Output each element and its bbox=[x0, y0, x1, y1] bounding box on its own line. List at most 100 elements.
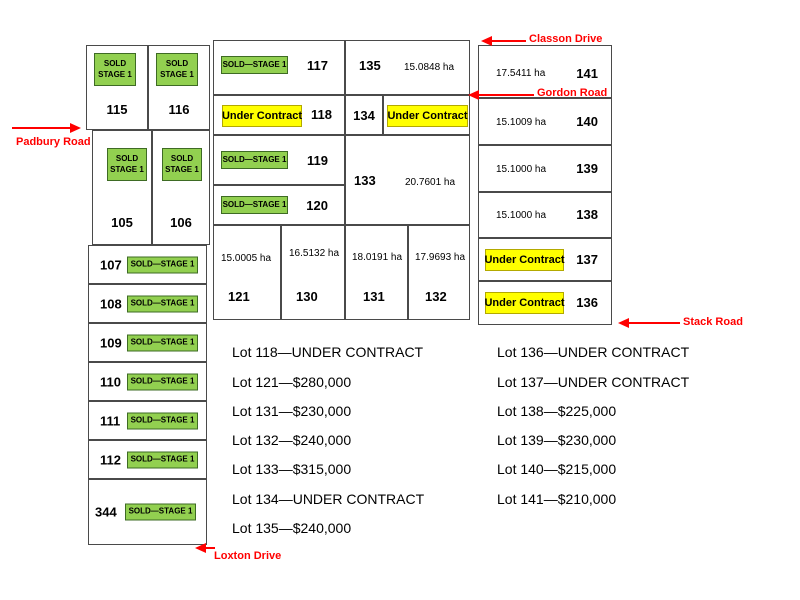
price-line-138: Lot 138—$225,000 bbox=[497, 403, 617, 419]
lot-121-area: 15.0005 ha bbox=[221, 253, 272, 264]
loxton-arrow-line bbox=[206, 547, 215, 549]
lot-108: 108 SOLD—STAGE 1 bbox=[88, 284, 207, 323]
lot-111: 111 SOLD—STAGE 1 bbox=[88, 401, 207, 440]
lot-141-number: 141 bbox=[576, 66, 598, 81]
lot-117-number: 117 bbox=[307, 58, 328, 73]
road-label-stack: Stack Road bbox=[683, 316, 743, 328]
sold-badge-108: SOLD—STAGE 1 bbox=[127, 295, 198, 312]
lot-141-area: 17.5411 ha bbox=[496, 68, 546, 79]
lot-134-annex: Under Contract bbox=[383, 95, 470, 135]
sold-badge-344: SOLD—STAGE 1 bbox=[125, 503, 196, 521]
sold-badge-117: SOLD—STAGE 1 bbox=[221, 56, 288, 74]
lot-131-number: 131 bbox=[363, 289, 385, 304]
sold-badge-111: SOLD—STAGE 1 bbox=[127, 412, 198, 429]
sold-badge-line2: STAGE 1 bbox=[160, 69, 194, 79]
lot-141: 17.5411 ha 141 bbox=[478, 45, 612, 98]
price-line-132: Lot 132—$240,000 bbox=[232, 432, 352, 448]
sold-badge-116: SOLD STAGE 1 bbox=[156, 53, 198, 86]
sold-badge-line2: STAGE 1 bbox=[110, 164, 144, 174]
lot-135-number: 135 bbox=[359, 58, 381, 73]
lot-107-number: 107 bbox=[100, 257, 122, 272]
lot-133: 133 20.7601 ha bbox=[345, 135, 470, 225]
lot-119: SOLD—STAGE 1 119 bbox=[213, 135, 345, 185]
classon-arrow-head bbox=[481, 36, 492, 46]
price-line-136: Lot 136—UNDER CONTRACT bbox=[497, 344, 690, 360]
lot-112: 112 SOLD—STAGE 1 bbox=[88, 440, 207, 479]
sold-badge-line1: SOLD bbox=[165, 59, 189, 69]
loxton-arrow-head bbox=[195, 543, 206, 553]
sold-badge-110: SOLD—STAGE 1 bbox=[127, 373, 198, 390]
lot-107: 107 SOLD—STAGE 1 bbox=[88, 245, 207, 284]
sold-badge-line2: STAGE 1 bbox=[98, 69, 132, 79]
lot-132-area: 17.9693 ha bbox=[415, 252, 466, 263]
lot-344: 344 SOLD—STAGE 1 bbox=[88, 479, 207, 545]
lot-139: 15.1000 ha 139 bbox=[478, 145, 612, 192]
lot-106: SOLD STAGE 1 106 bbox=[152, 130, 210, 245]
price-line-140: Lot 140—$215,000 bbox=[497, 461, 617, 477]
sold-badge-109: SOLD—STAGE 1 bbox=[127, 334, 198, 351]
sold-badge-119: SOLD—STAGE 1 bbox=[221, 151, 288, 169]
lot-118-number: 118 bbox=[311, 107, 332, 122]
road-label-loxton: Loxton Drive bbox=[214, 550, 282, 562]
sold-badge-107: SOLD—STAGE 1 bbox=[127, 256, 198, 273]
lot-135-area: 15.0848 ha bbox=[404, 62, 455, 73]
under-contract-badge-134: Under Contract bbox=[387, 105, 468, 127]
price-line-135: Lot 135—$240,000 bbox=[232, 520, 352, 536]
lot-105-number: 105 bbox=[111, 215, 133, 230]
lot-119-number: 119 bbox=[307, 153, 328, 168]
padbury-arrow-head bbox=[70, 123, 81, 133]
lot-138-number: 138 bbox=[576, 207, 598, 222]
lot-115: SOLD STAGE 1 115 bbox=[86, 45, 148, 130]
lot-120: SOLD—STAGE 1 120 bbox=[213, 185, 345, 225]
lot-137: Under Contract 137 bbox=[478, 238, 612, 281]
classon-arrow-line bbox=[492, 40, 526, 42]
sold-badge-112: SOLD—STAGE 1 bbox=[127, 451, 198, 468]
lot-116: SOLD STAGE 1 116 bbox=[148, 45, 210, 130]
lot-109-number: 109 bbox=[100, 335, 122, 350]
sold-badge-line1: SOLD bbox=[115, 154, 139, 164]
sold-badge-line1: SOLD bbox=[103, 59, 127, 69]
lot-140-area: 15.1009 ha bbox=[496, 117, 547, 128]
lot-121: 15.0005 ha 121 bbox=[213, 225, 281, 320]
price-line-137: Lot 137—UNDER CONTRACT bbox=[497, 374, 690, 390]
gordon-arrow-head bbox=[468, 90, 479, 100]
price-line-131: Lot 131—$230,000 bbox=[232, 403, 352, 419]
under-contract-badge-136: Under Contract bbox=[484, 292, 565, 314]
lot-136: Under Contract 136 bbox=[478, 281, 612, 325]
stack-arrow-line bbox=[629, 322, 680, 324]
lot-118: Under Contract 118 bbox=[213, 95, 345, 135]
lot-140: 15.1009 ha 140 bbox=[478, 98, 612, 145]
lot-105: SOLD STAGE 1 105 bbox=[92, 130, 152, 245]
padbury-arrow-line bbox=[12, 127, 70, 129]
road-label-classon: Classon Drive bbox=[529, 33, 603, 45]
lot-116-number: 116 bbox=[168, 102, 190, 117]
lot-120-number: 120 bbox=[306, 198, 328, 213]
lot-121-number: 121 bbox=[228, 289, 250, 304]
lot-111-number: 111 bbox=[100, 413, 121, 428]
lot-135: 135 15.0848 ha bbox=[345, 40, 470, 95]
lot-136-number: 136 bbox=[576, 295, 598, 310]
road-label-gordon: Gordon Road bbox=[537, 87, 608, 99]
sold-badge-line1: SOLD bbox=[170, 154, 194, 164]
price-line-141: Lot 141—$210,000 bbox=[497, 491, 617, 507]
lot-140-number: 140 bbox=[576, 114, 598, 129]
lot-139-area: 15.1000 ha bbox=[496, 164, 547, 175]
lot-131-area: 18.0191 ha bbox=[352, 252, 403, 263]
gordon-arrow-line bbox=[479, 94, 534, 96]
lot-134-number: 134 bbox=[353, 108, 375, 123]
lot-133-number: 133 bbox=[354, 173, 376, 188]
stack-arrow-head bbox=[618, 318, 629, 328]
lot-109: 109 SOLD—STAGE 1 bbox=[88, 323, 207, 362]
lot-117: SOLD—STAGE 1 117 bbox=[213, 40, 345, 95]
sold-badge-115: SOLD STAGE 1 bbox=[94, 53, 136, 86]
lot-133-area: 20.7601 ha bbox=[405, 177, 456, 188]
lot-134: 134 bbox=[345, 95, 383, 135]
lot-130-area: 16.5132 ha bbox=[289, 248, 340, 259]
price-line-121: Lot 121—$280,000 bbox=[232, 374, 352, 390]
lot-115-number: 115 bbox=[106, 102, 128, 117]
lot-108-number: 108 bbox=[100, 296, 122, 311]
price-line-139: Lot 139—$230,000 bbox=[497, 432, 617, 448]
lot-110: 110 SOLD—STAGE 1 bbox=[88, 362, 207, 401]
lot-132: 17.9693 ha 132 bbox=[408, 225, 470, 320]
